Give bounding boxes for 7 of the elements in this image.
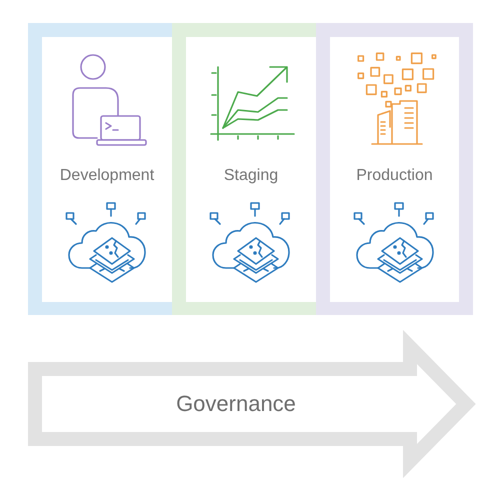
stage-label: Development: [60, 166, 154, 186]
stage-label: Staging: [224, 166, 278, 186]
stage-panel: [316, 23, 473, 315]
stage-label: Production: [356, 166, 433, 186]
stage-panel: [28, 23, 172, 315]
stage-panel: [172, 23, 316, 315]
arrow-label: Governance: [176, 391, 296, 417]
